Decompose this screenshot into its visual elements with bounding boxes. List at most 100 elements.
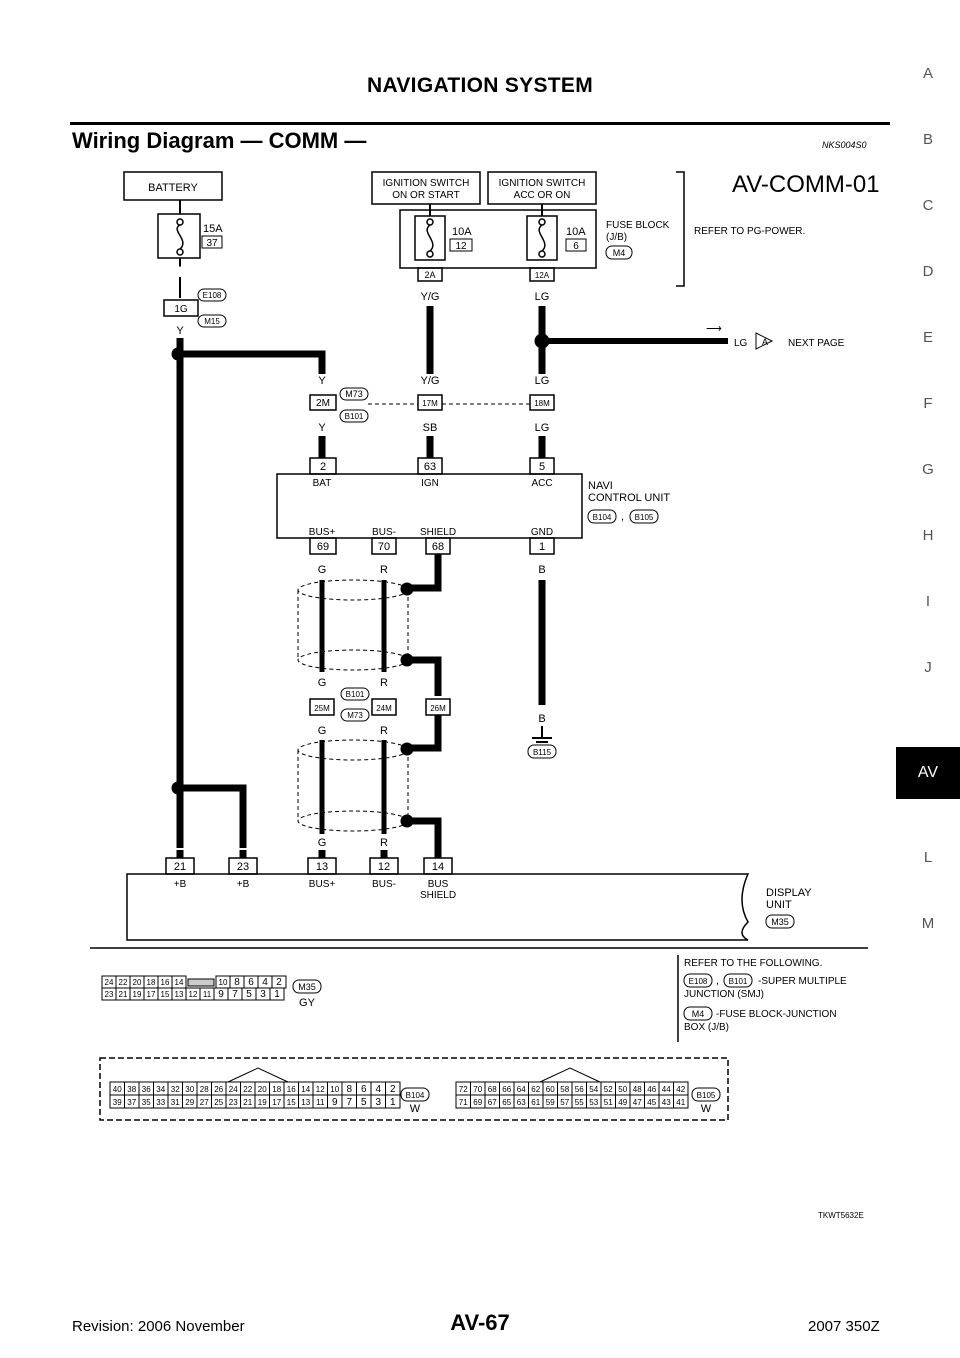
- disp-pin-13: 13: [316, 861, 328, 873]
- wire-lg-bot: LG: [535, 422, 550, 434]
- refer-smj-l1: -SUPER MULTIPLE: [758, 976, 847, 987]
- m35-pin-19: 19: [133, 990, 142, 999]
- b104-pin-9: 9: [332, 1097, 338, 1108]
- battery-label: BATTERY: [148, 182, 198, 194]
- navi-name-l1: NAVI: [588, 480, 613, 492]
- tab-b[interactable]: B: [922, 131, 933, 148]
- b105-pin-61: 61: [531, 1098, 540, 1107]
- m73-tag-2: M73: [347, 711, 363, 720]
- figure-code: TKWT5632E: [818, 1211, 864, 1220]
- battery-box: [123, 171, 223, 201]
- b104-pin-32: 32: [171, 1085, 180, 1094]
- b104-pin-19: 19: [258, 1098, 267, 1107]
- next-page-wire: LG: [734, 338, 748, 349]
- disp-pin-12: 12: [378, 861, 390, 873]
- b104-pin-36: 36: [142, 1085, 151, 1094]
- conn-2a: 2A: [424, 270, 435, 280]
- disp-lbl-bus: BUS: [428, 879, 449, 890]
- ign-acc-l1: IGNITION SWITCH: [499, 178, 586, 189]
- wire-r-4: R: [380, 837, 388, 849]
- disp-pin-23: 23: [237, 861, 249, 873]
- b104-pin-26: 26: [214, 1085, 223, 1094]
- m35-color: GY: [299, 997, 316, 1009]
- b104-pin-15: 15: [287, 1098, 296, 1107]
- b105-pin-48: 48: [633, 1085, 642, 1094]
- navi-bat: BAT: [313, 478, 332, 489]
- wire-r-2: R: [380, 677, 388, 689]
- navi-gnd: GND: [531, 527, 553, 538]
- b104-pin-39: 39: [113, 1098, 122, 1107]
- wire-g-3: G: [318, 725, 327, 737]
- ground-b115: B115: [533, 748, 552, 757]
- fuse-acc-no: 6: [573, 241, 579, 252]
- wire-r-1: R: [380, 564, 388, 576]
- b104-pin-23: 23: [229, 1098, 238, 1107]
- refer-e108: E108: [689, 977, 708, 986]
- fuse-batt-no: 37: [206, 238, 218, 249]
- b104-color: W: [410, 1103, 421, 1115]
- ign-on-box: [371, 171, 481, 205]
- m35-pin-1: 1: [274, 989, 280, 1000]
- m35-pin-23: 23: [105, 990, 114, 999]
- footer-revision: Revision: 2006 November: [72, 1318, 245, 1335]
- tab-m[interactable]: M: [921, 915, 935, 932]
- disp-lbl-busp: BUS+: [309, 879, 336, 890]
- b105-pin-64: 64: [517, 1085, 526, 1094]
- tab-i[interactable]: I: [925, 593, 931, 610]
- tab-h[interactable]: H: [922, 527, 934, 544]
- b105-pin-62: 62: [531, 1085, 540, 1094]
- wire-g-2: G: [318, 677, 327, 689]
- tab-c[interactable]: C: [922, 197, 934, 214]
- b104-pin-4: 4: [375, 1084, 381, 1095]
- b105-pin-59: 59: [546, 1098, 555, 1107]
- m73-tag: M73: [345, 389, 363, 399]
- navi-pin-69: 69: [317, 541, 329, 553]
- refer-b101: B101: [729, 977, 748, 986]
- tab-l[interactable]: L: [923, 849, 933, 866]
- tab-a[interactable]: A: [922, 65, 933, 82]
- wire-y-bot: Y: [318, 422, 326, 434]
- wire-g-4: G: [318, 837, 327, 849]
- b105-pin-55: 55: [575, 1098, 584, 1107]
- m35-pin-21: 21: [119, 990, 128, 999]
- b105-pin-54: 54: [589, 1085, 598, 1094]
- tab-d[interactable]: D: [922, 263, 934, 280]
- m35-pin-11: 11: [203, 990, 212, 999]
- tab-av[interactable]: AV: [896, 747, 960, 799]
- ign-on-l2: ON OR START: [392, 190, 459, 201]
- b105-name: B105: [697, 1091, 716, 1100]
- tab-g[interactable]: G: [922, 461, 934, 478]
- b104-pin-33: 33: [156, 1098, 165, 1107]
- tab-j[interactable]: J: [924, 659, 932, 676]
- conn-24m: 24M: [376, 704, 392, 713]
- b104-pin-1: 1: [390, 1097, 396, 1108]
- wire-lg-top: LG: [535, 375, 550, 387]
- conn-1g-label: 1G: [174, 304, 188, 315]
- wire-yg-top: Y/G: [421, 375, 440, 387]
- b105-pin-58: 58: [560, 1085, 569, 1094]
- disp-lbl-b2: +B: [237, 879, 250, 890]
- next-page-text: NEXT PAGE: [788, 338, 845, 349]
- b104-pin-35: 35: [142, 1098, 151, 1107]
- b105-pin-70: 70: [473, 1085, 482, 1094]
- fuse-acc-amp: 10A: [566, 226, 586, 238]
- b105-color: W: [701, 1103, 712, 1115]
- page-header-title: NAVIGATION SYSTEM: [367, 74, 593, 97]
- tab-e[interactable]: E: [922, 329, 933, 346]
- b104-pin-24: 24: [229, 1085, 238, 1094]
- b104-pin-7: 7: [346, 1097, 352, 1108]
- wire-y-d2: Y: [239, 837, 247, 849]
- disp-pin-21: 21: [174, 861, 186, 873]
- wire-b-2: B: [538, 713, 545, 725]
- m35-pin-20: 20: [133, 978, 142, 987]
- tab-f[interactable]: F: [923, 395, 933, 412]
- b105-pin-71: 71: [459, 1098, 468, 1107]
- b105-pin-65: 65: [502, 1098, 511, 1107]
- b104-pin-10: 10: [330, 1085, 339, 1094]
- b104-pin-38: 38: [127, 1085, 136, 1094]
- conn-17m: 17M: [422, 399, 438, 408]
